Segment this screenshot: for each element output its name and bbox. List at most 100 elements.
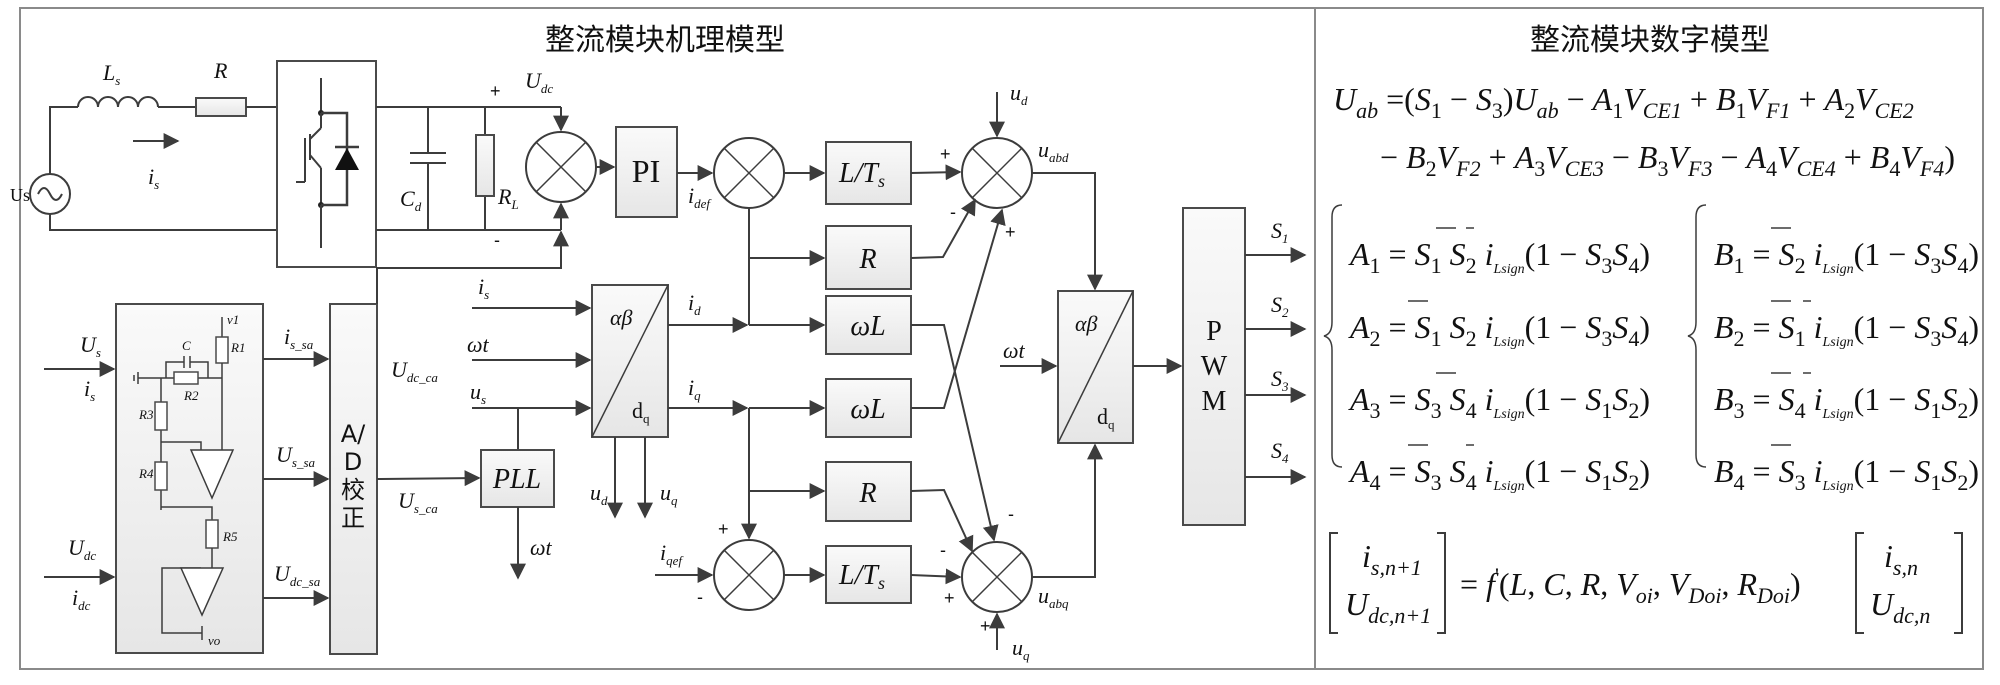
uq-in-label: uq xyxy=(1012,635,1030,663)
svg-text:A4 = S3 S4 iLsign(1 − S1S2): A4 = S3 S4 iLsign(1 − S1S2) xyxy=(1348,453,1650,495)
pll-label: PLL xyxy=(492,464,541,495)
out-uq-label: uq xyxy=(660,480,678,508)
r-label-d: R xyxy=(858,244,876,275)
current-label: is xyxy=(148,164,159,192)
pi-controller-block xyxy=(615,126,678,218)
minus-sign: - xyxy=(940,540,946,560)
svg-text:A1 = S1 S2 iLsign(1 − S3S4): A1 = S1 S2 iLsign(1 − S3S4) xyxy=(1348,236,1650,278)
in-us-label: us xyxy=(470,379,486,407)
svg-text:R2: R2 xyxy=(183,388,199,403)
udc-ca-label: Udc_ca xyxy=(391,357,438,385)
state-update-equation: is,n+1 Udc,n+1 = f'(L, C, R, Voi, VDoi, … xyxy=(1329,532,1963,634)
svg-text:is,n: is,n xyxy=(1884,538,1918,580)
park-diagonal xyxy=(1057,290,1134,444)
plus-sign: + xyxy=(980,616,991,636)
r-label-q: R xyxy=(858,478,876,509)
wire xyxy=(376,470,481,487)
b3-equation: B3 = S4 iLsign(1 − S1S2) xyxy=(1714,372,1979,423)
s3-label: S3 xyxy=(1271,366,1289,394)
pwm-block xyxy=(1182,207,1246,526)
b2-equation: B2 = S1 iLsign(1 − S3S4) xyxy=(1714,300,1979,351)
wire xyxy=(49,106,78,174)
wire xyxy=(1032,172,1103,291)
sensor-in-is-label: is xyxy=(84,376,95,404)
udc-label: Udc xyxy=(525,68,553,96)
park-alpha-beta: αβ xyxy=(610,305,633,330)
summing-junction-dc xyxy=(525,131,597,203)
wire xyxy=(910,198,976,259)
plus-sign: + xyxy=(944,588,955,608)
capacitor-label: Cd xyxy=(400,186,422,214)
diode-icon xyxy=(335,145,359,170)
wt2-label: ωt xyxy=(1003,338,1026,363)
s4-label: S4 xyxy=(1271,438,1289,466)
a4-equation: A4 = S3 S4 iLsign(1 − S1S2) xyxy=(1348,444,1650,495)
wire xyxy=(910,488,974,553)
summing-junction-q xyxy=(713,539,785,611)
plus-sign: + xyxy=(490,81,501,101)
svg-text:= f'(L, C, R, Voi, VDoi, RDoi): = f'(L, C, R, Voi, VDoi, RDoi) xyxy=(1460,563,1801,608)
iqef-label: iqef xyxy=(660,540,684,568)
lts-label-d: L/Ts xyxy=(838,158,885,191)
svg-text:A3 = S3 S4 iLsign(1 − S1S2): A3 = S3 S4 iLsign(1 − S1S2) xyxy=(1348,381,1650,423)
wire xyxy=(911,208,1006,409)
uabq-label: uabq xyxy=(1038,583,1069,611)
uabd-label: uabd xyxy=(1038,137,1069,165)
svg-text:A2 = S1 S2 iLsign(1 − S3S4): A2 = S1 S2 iLsign(1 − S3S4) xyxy=(1348,309,1650,351)
out-udc-sa-label: Udc_sa xyxy=(274,561,321,589)
op-amp-circuit: v1 C R1 R2 R3 R4 R5 vo xyxy=(133,312,245,648)
outer-frame xyxy=(19,7,1984,670)
svg-text:C: C xyxy=(182,338,191,353)
omega-l-label-q: ωL xyxy=(850,394,885,425)
svg-text:B1 = S2 iLsign(1 − S3S4): B1 = S2 iLsign(1 − S3S4) xyxy=(1714,236,1979,278)
inductor-ls xyxy=(77,96,159,108)
power-circuit: Us Ls R is xyxy=(10,58,569,269)
wire xyxy=(910,164,962,181)
out-us-sa-label: Us_sa xyxy=(276,442,316,470)
ad-label-line1: A/ xyxy=(341,420,366,448)
igbt-bridge-box xyxy=(276,60,377,268)
ipark-dq: dq xyxy=(1097,404,1115,432)
resistor-r xyxy=(195,97,247,117)
svg-text:vo: vo xyxy=(208,633,221,648)
svg-text:R5: R5 xyxy=(222,529,238,544)
pll-out-label: ωt xyxy=(530,535,553,560)
sensor-in-us-label: Us xyxy=(80,332,101,360)
park-dq: dq xyxy=(632,398,650,426)
resistor-label: R xyxy=(213,58,228,83)
in-is-label: is xyxy=(478,274,489,302)
svg-text:B2 = S1 iLsign(1 − S3S4): B2 = S1 iLsign(1 − S3S4) xyxy=(1714,309,1979,351)
wire xyxy=(49,214,277,231)
ad-label-line2: D xyxy=(344,448,362,476)
out-ud-label: ud xyxy=(590,480,608,508)
igbt-icon xyxy=(296,78,349,248)
out-id-label: id xyxy=(688,290,701,318)
uab-equation: Uab =(S1 − S3)Uab − A1VCE1 + B1VF1 + A2V… xyxy=(1333,81,1955,181)
omega-l-label-d: ωL xyxy=(850,311,885,342)
us-ca-label: Us_ca xyxy=(398,488,438,516)
lts-block-q xyxy=(825,545,912,604)
a3-equation: A3 = S3 S4 iLsign(1 − S1S2) xyxy=(1348,372,1650,423)
sensor-in-udc-label: Udc xyxy=(68,535,96,563)
wire xyxy=(1032,443,1103,578)
feedback-wire xyxy=(376,232,562,269)
ud-in-label: ud xyxy=(1010,80,1028,108)
svg-text:Udc,n+1: Udc,n+1 xyxy=(1345,586,1431,628)
svg-text:Udc,n: Udc,n xyxy=(1870,586,1930,628)
minus-sign: - xyxy=(1008,504,1014,524)
pwm-letter-p: P xyxy=(1206,316,1222,347)
s1-label: S1 xyxy=(1271,218,1289,246)
s2-label: S2 xyxy=(1271,292,1289,320)
r-block-q xyxy=(825,461,912,522)
svg-text:R4: R4 xyxy=(138,466,154,481)
summing-junction-abq xyxy=(961,541,1033,613)
lts-label-q: L/Ts xyxy=(838,560,885,593)
plus-sign: + xyxy=(1005,222,1016,242)
load-label: RL xyxy=(497,184,519,212)
ad-label-line3: 校 xyxy=(341,476,365,504)
park-diagonal xyxy=(591,284,669,438)
wire xyxy=(910,568,962,585)
pwm-letter-w: W xyxy=(1201,351,1228,382)
svg-text:R1: R1 xyxy=(230,340,245,355)
